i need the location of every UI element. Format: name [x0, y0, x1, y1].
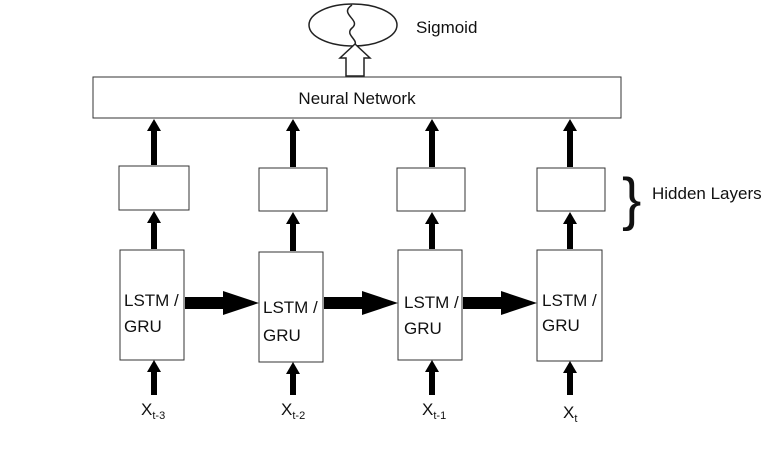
input-base: X — [422, 400, 433, 419]
input-arrows — [147, 360, 577, 395]
up-arrow-icon — [286, 212, 300, 251]
up-arrow-icon — [563, 212, 577, 249]
lstm-gru-cell — [397, 249, 463, 361]
input-subscript: t-3 — [152, 410, 165, 422]
input-label: Xt-2 — [281, 400, 305, 422]
input-subscript: t-1 — [433, 410, 446, 422]
cell-label-line2: GRU — [542, 316, 580, 335]
sigmoid-label: Sigmoid — [416, 18, 477, 37]
up-arrow-icon — [147, 211, 161, 249]
up-arrow-icon — [286, 119, 300, 167]
cell-label-line2: GRU — [124, 317, 162, 336]
cell-label-line1: LSTM / — [263, 298, 318, 317]
cell-to-hidden-arrows — [147, 211, 577, 251]
input-base: X — [281, 400, 292, 419]
lstm-gru-cell — [119, 249, 185, 361]
hidden-layers-label: Hidden Layers — [652, 184, 762, 203]
right-arrow-icon — [324, 291, 398, 315]
right-arrow-icon — [185, 291, 259, 315]
sigmoid-curve-icon — [346, 4, 357, 47]
hidden-layer-box — [396, 167, 466, 212]
up-arrow-icon — [147, 360, 161, 395]
brace-icon: } — [622, 167, 641, 232]
neural-network-label: Neural Network — [298, 89, 416, 108]
up-arrow-icon — [563, 361, 577, 395]
column-1: LSTM / GRU Xt-3 — [118, 165, 190, 422]
input-subscript: t — [574, 413, 577, 425]
column-4: LSTM / GRU Xt — [536, 167, 606, 425]
output-arrow-icon — [338, 42, 372, 77]
input-label: Xt-3 — [141, 400, 165, 422]
up-arrow-icon — [425, 360, 439, 395]
up-arrow-icon — [563, 119, 577, 167]
cell-label-line1: LSTM / — [124, 291, 179, 310]
input-subscript: t-2 — [292, 410, 305, 422]
input-label: Xt-1 — [422, 400, 446, 422]
input-base: X — [141, 400, 152, 419]
cell-label-line2: GRU — [404, 319, 442, 338]
neural-network-box — [92, 76, 622, 119]
input-base: X — [563, 403, 574, 422]
up-arrow-icon — [286, 362, 300, 395]
recurrent-arrows — [185, 291, 537, 315]
hidden-layer-box — [536, 167, 606, 212]
hidden-to-network-arrows — [147, 119, 577, 167]
column-3: LSTM / GRU Xt-1 — [396, 167, 466, 422]
cell-label-line1: LSTM / — [404, 293, 459, 312]
up-arrow-icon — [425, 119, 439, 167]
column-2: LSTM / GRU Xt-2 — [258, 167, 328, 422]
sigmoid-node — [308, 3, 398, 47]
hidden-layer-box — [258, 167, 328, 212]
hidden-layer-box — [118, 165, 190, 211]
up-arrow-icon — [147, 119, 161, 165]
lstm-gru-cell — [258, 251, 324, 363]
up-arrow-icon — [425, 212, 439, 249]
right-arrow-icon — [463, 291, 537, 315]
lstm-gru-cell — [536, 249, 603, 362]
input-label: Xt — [563, 403, 577, 425]
cell-label-line1: LSTM / — [542, 291, 597, 310]
cell-label-line2: GRU — [263, 326, 301, 345]
